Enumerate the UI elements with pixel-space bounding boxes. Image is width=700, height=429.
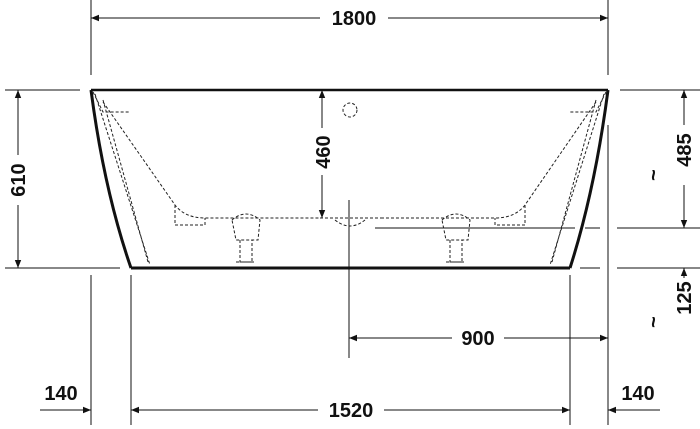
dimension-base-length: 1520	[131, 400, 570, 422]
dim-label-485: 485	[674, 133, 696, 166]
dimension-overall-height: 610	[8, 90, 30, 268]
dimension-rim-to-water: 485 ~	[643, 90, 696, 228]
dimension-drain-offset: 900	[349, 328, 608, 350]
dimension-floor-gap: 125 ~	[643, 268, 696, 328]
dim-label-125: 125	[674, 281, 696, 314]
dim-label-140-right: 140	[621, 383, 654, 405]
dim-label-140-left: 140	[44, 383, 77, 405]
approx-symbol: ~	[643, 316, 665, 328]
dim-label-900: 900	[461, 328, 494, 350]
dimension-overhangs: 140 140	[40, 383, 660, 414]
extension-lines	[5, 0, 700, 425]
dimension-inner-depth: 460	[313, 90, 335, 218]
tub-outline	[89, 88, 610, 270]
dim-label-610: 610	[8, 163, 30, 196]
dim-label-460: 460	[313, 135, 335, 168]
approx-symbol: ~	[643, 169, 665, 181]
dim-label-1800: 1800	[332, 8, 377, 30]
dim-label-1520: 1520	[329, 400, 374, 422]
dimension-overall-length: 1800	[91, 8, 608, 30]
tub-inner-hidden-lines	[92, 91, 607, 266]
